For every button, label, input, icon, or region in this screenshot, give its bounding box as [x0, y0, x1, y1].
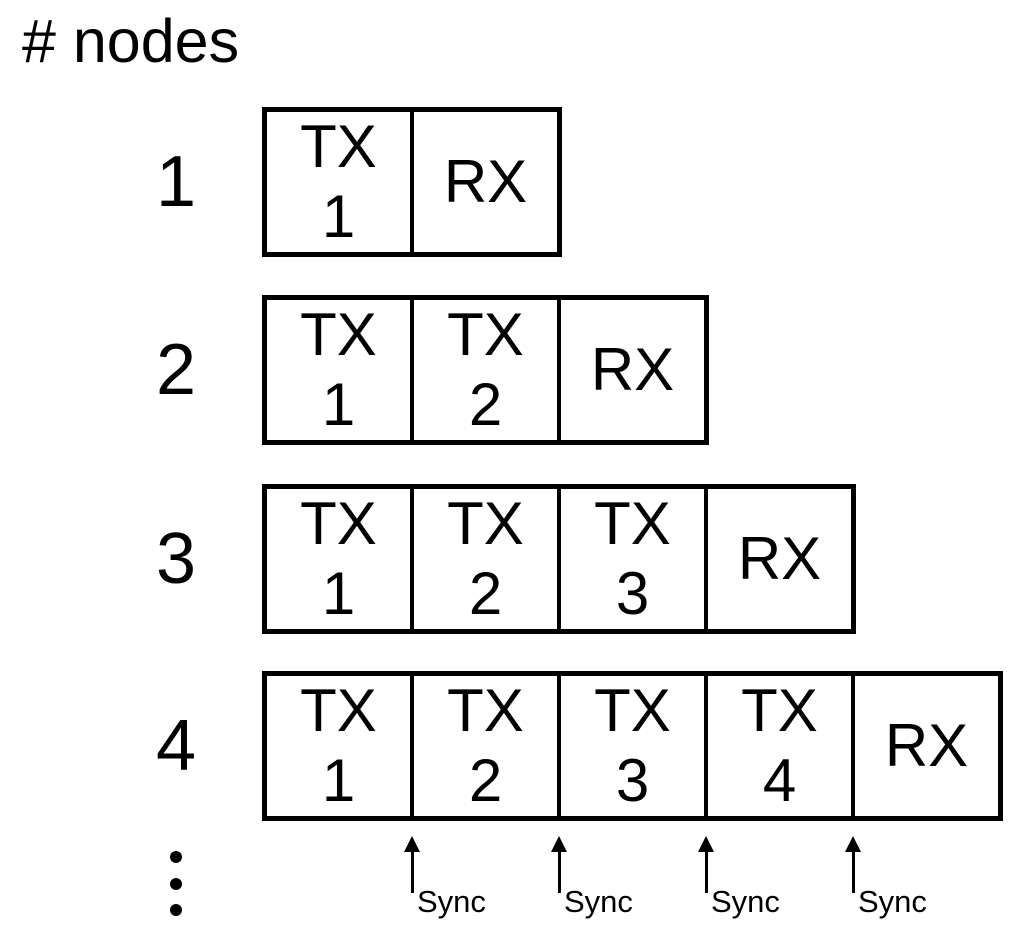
- slot-label-line: TX: [300, 301, 377, 368]
- slot-label-line: 4: [762, 747, 797, 814]
- sync-label: Sync: [711, 884, 780, 919]
- sync-label: Sync: [417, 884, 486, 919]
- slot-label-line: TX: [447, 677, 524, 744]
- ellipsis-dot: [170, 904, 182, 916]
- slot-label-line: 1: [321, 560, 356, 627]
- row-node-count: 4: [155, 706, 197, 786]
- slot-label-line: 3: [615, 747, 650, 814]
- row-node-count: 2: [155, 330, 197, 410]
- sync-up-arrow-icon: [852, 845, 855, 893]
- slot-rx: RX: [704, 489, 851, 629]
- sync-arrowhead-icon: [404, 836, 420, 852]
- slot-label-line: 2: [468, 371, 503, 438]
- row-node-count: 3: [155, 519, 197, 599]
- slot-label-line: 3: [615, 560, 650, 627]
- ellipsis-dot: [170, 878, 182, 890]
- slot-label-line: TX: [300, 113, 377, 180]
- row-node-count: 1: [155, 142, 197, 222]
- slot-label-line: TX: [741, 677, 818, 744]
- slot-label-line: RX: [590, 336, 675, 403]
- sync-arrowhead-icon: [551, 836, 567, 852]
- slot-label-line: 2: [468, 560, 503, 627]
- slot-label-line: RX: [884, 712, 969, 779]
- sync-arrowhead-icon: [845, 836, 861, 852]
- nodes-axis-label: # nodes: [22, 7, 240, 75]
- sync-label: Sync: [858, 884, 927, 919]
- sync-up-arrow-icon: [705, 845, 708, 893]
- sync-arrowhead-icon: [698, 836, 714, 852]
- sync-label: Sync: [564, 884, 633, 919]
- slot-label-line: RX: [737, 525, 822, 592]
- slot-label-line: RX: [443, 148, 528, 215]
- sync-up-arrow-icon: [411, 845, 414, 893]
- slot-label-line: 2: [468, 747, 503, 814]
- slot-label-line: TX: [300, 490, 377, 557]
- slot-label-line: 1: [321, 371, 356, 438]
- slot-label-line: TX: [447, 490, 524, 557]
- slot-rx: RX: [851, 676, 998, 816]
- sync-up-arrow-icon: [558, 845, 561, 893]
- slot-label-line: 1: [321, 183, 356, 250]
- ellipsis-dot: [170, 851, 182, 863]
- slot-label-line: TX: [300, 677, 377, 744]
- slot-label-line: TX: [447, 301, 524, 368]
- slot-rx: RX: [410, 112, 557, 252]
- slot-label-line: TX: [594, 490, 671, 557]
- slot-label-line: 1: [321, 747, 356, 814]
- slot-label-line: TX: [594, 677, 671, 744]
- slot-rx: RX: [557, 300, 704, 440]
